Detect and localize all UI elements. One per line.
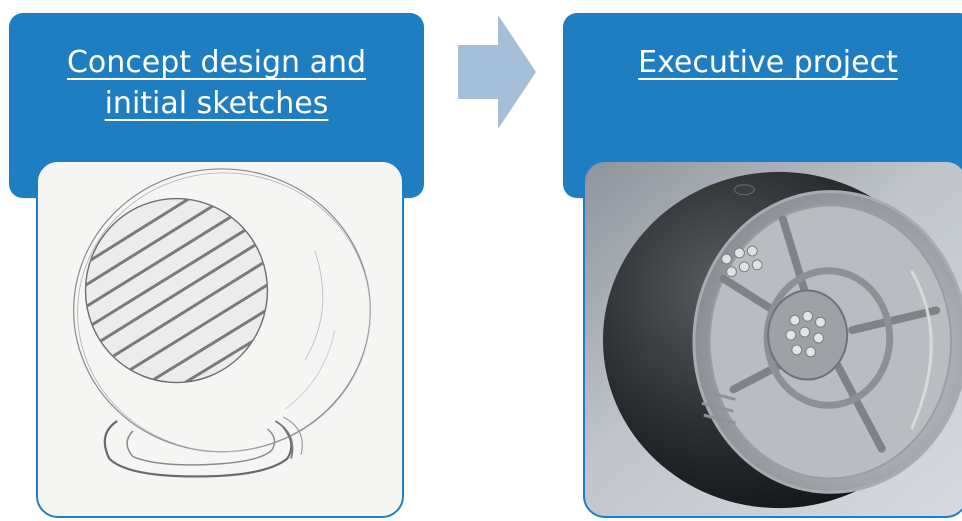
executive-stage-title: Executive project xyxy=(638,45,898,80)
executive-render-image xyxy=(583,160,962,518)
sketch-drawing xyxy=(38,162,402,516)
render-drawing xyxy=(602,171,962,509)
right-arrow-icon xyxy=(458,15,538,130)
concept-stage-title-line1: Concept design and xyxy=(66,45,367,80)
concept-stage-title-line2: initial sketches xyxy=(104,86,329,121)
concept-sketch-image xyxy=(36,160,404,518)
